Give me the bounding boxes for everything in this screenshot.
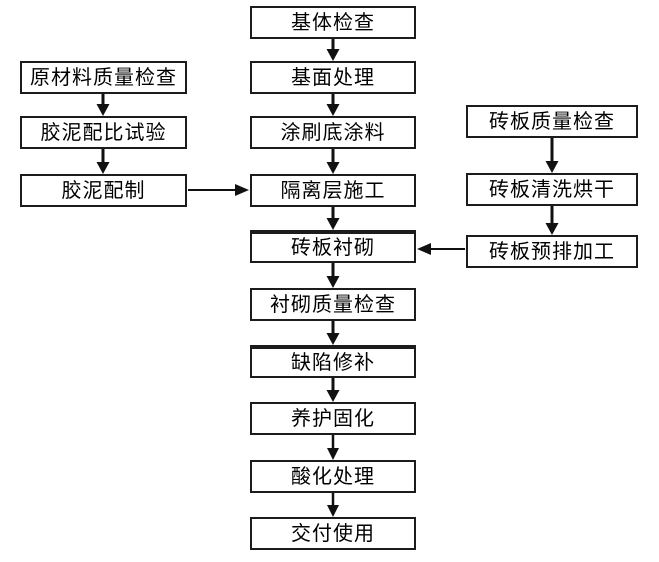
arrow-isolation-layer-construction-to-brick-panel-lining [326,207,340,230]
arrow-lining-quality-inspection-to-defect-repair [326,321,340,345]
node-isolation-layer-construction: 隔离层施工 [250,174,416,207]
arrow-defect-repair-to-curing [326,378,340,402]
node-acidification-treatment: 酸化处理 [250,460,416,493]
arrow-brick-panel-cleaning-drying-to-brick-panel-prearrangement [545,206,559,235]
node-lining-quality-inspection: 衬砌质量检查 [250,288,416,321]
node-raw-material-quality-inspection: 原材料质量检查 [20,61,187,94]
node-cement-preparation: 胶泥配制 [20,174,187,207]
arrow-acidification-treatment-to-delivery-for-use [327,493,339,517]
arrow-cement-preparation-to-isolation-layer-construction [188,184,249,196]
node-brick-panel-prearrangement: 砖板预排加工 [466,235,638,268]
node-curing: 养护固化 [250,402,416,435]
node-cement-ratio-test: 胶泥配比试验 [20,116,187,149]
arrow-brick-panel-prearrangement-to-brick-panel-lining [417,243,465,255]
arrow-brick-panel-lining-to-lining-quality-inspection [326,263,340,288]
node-base-inspection: 基体检查 [250,6,416,39]
node-brick-panel-quality-inspection: 砖板质量检查 [466,105,638,138]
node-surface-treatment: 基面处理 [250,61,416,94]
node-brick-panel-cleaning-drying: 砖板清洗烘干 [466,173,638,206]
arrow-apply-primer-to-isolation-layer-construction [326,149,340,174]
node-delivery-for-use: 交付使用 [250,517,416,550]
arrow-brick-panel-quality-inspection-to-brick-panel-cleaning-drying [545,138,559,173]
node-apply-primer: 涂刷底涂料 [250,116,416,149]
arrow-raw-material-quality-inspection-to-cement-ratio-test [96,94,110,116]
arrow-surface-treatment-to-apply-primer [326,94,340,116]
arrow-curing-to-acidification-treatment [327,435,339,460]
node-defect-repair: 缺陷修补 [250,345,416,378]
arrow-base-inspection-to-surface-treatment [326,39,340,61]
arrow-cement-ratio-test-to-cement-preparation [96,149,110,174]
node-brick-panel-lining: 砖板衬砌 [250,230,416,263]
